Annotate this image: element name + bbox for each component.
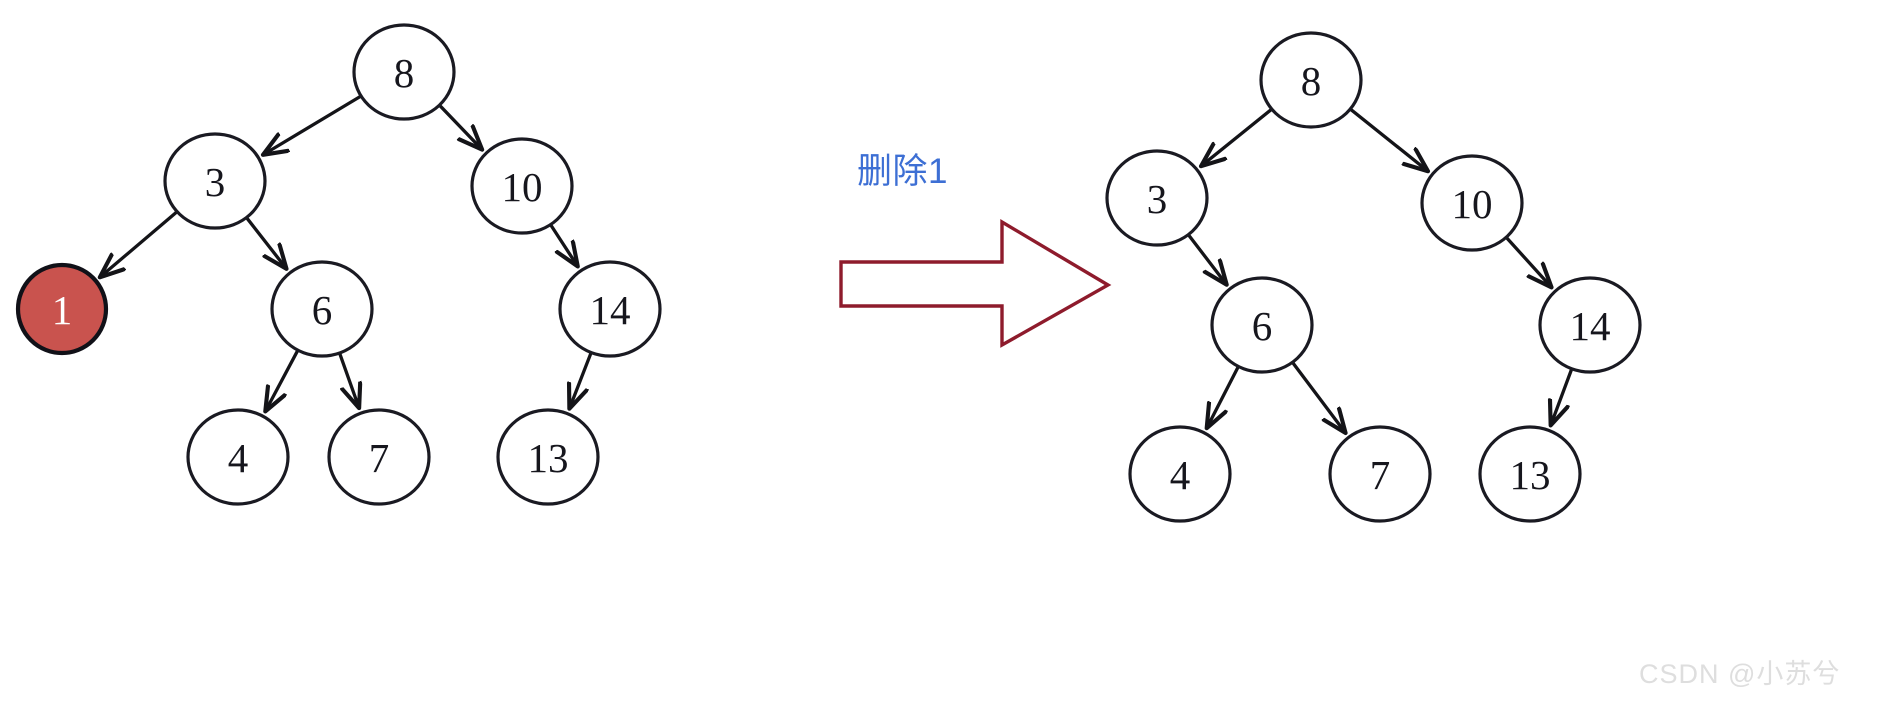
node-value-label: 10 — [1452, 181, 1493, 227]
node-value-label: 1 — [52, 287, 73, 333]
tree-nodes-after: 8 3 10 6 14 4 7 13 — [1105, 31, 1642, 523]
tree-edge-R10-to-R14 — [1504, 235, 1551, 287]
tree-node-7: 7 — [327, 408, 431, 506]
node-value-label: 8 — [1301, 58, 1322, 104]
node-shape — [1328, 425, 1432, 523]
right-arrow-icon — [839, 219, 1112, 348]
tree-node-1-highlighted: 1 — [15, 262, 109, 356]
node-shape — [1478, 425, 1582, 523]
tree-edge-L8-to-L10 — [437, 103, 482, 149]
node-value-label: 13 — [528, 435, 569, 481]
tree-node-13: 13 — [1478, 425, 1582, 523]
node-shape — [1210, 276, 1314, 374]
tree-node-6: 6 — [1210, 276, 1314, 374]
tree-edge-L10-to-L14 — [549, 223, 578, 266]
tree-node-3: 3 — [163, 132, 267, 230]
node-value-label: 6 — [312, 287, 333, 333]
tree-node-8: 8 — [1259, 31, 1363, 129]
tree-node-6: 6 — [270, 260, 374, 358]
node-value-label: 3 — [1147, 176, 1168, 222]
node-shape — [470, 137, 574, 235]
tree-nodes-before: 8 3 10 1 6 14 4 7 13 — [15, 23, 662, 506]
node-shape — [1105, 149, 1209, 247]
tree-edges-after — [1186, 107, 1574, 433]
node-shape — [352, 23, 456, 121]
tree-node-3: 3 — [1105, 149, 1209, 247]
tree-node-4: 4 — [1128, 425, 1232, 523]
node-shape — [327, 408, 431, 506]
tree-edge-R14-to-R13 — [1551, 367, 1574, 425]
tree-edge-L8-to-L3 — [264, 94, 363, 155]
tree-edge-L3-to-L6 — [245, 216, 286, 268]
node-value-label: 4 — [1170, 452, 1191, 498]
node-shape — [186, 408, 290, 506]
operation-label: 删除1 — [857, 152, 948, 191]
tree-edge-R8-to-R3 — [1202, 107, 1274, 166]
tree-edge-R6-to-R4 — [1207, 365, 1240, 428]
tree-node-8: 8 — [352, 23, 456, 121]
transform-arrow — [839, 219, 1112, 348]
node-value-label: 3 — [205, 159, 226, 205]
node-shape — [163, 132, 267, 230]
node-value-label: 13 — [1510, 452, 1551, 498]
node-value-label: 14 — [590, 287, 631, 333]
node-value-label: 4 — [228, 435, 249, 481]
tree-edges-before — [100, 94, 593, 411]
tree-node-13: 13 — [496, 408, 600, 506]
tree-node-14: 14 — [558, 260, 662, 358]
tree-node-14: 14 — [1538, 276, 1642, 374]
node-value-label: 10 — [502, 164, 543, 210]
node-shape — [1538, 276, 1642, 374]
tree-edge-L3-to-L1 — [100, 210, 179, 277]
watermark: CSDN @小苏兮 — [1639, 659, 1841, 689]
node-value-label: 7 — [369, 435, 390, 481]
node-shape — [1259, 31, 1363, 129]
tree-edge-L14-to-L13 — [570, 351, 593, 408]
node-shape — [15, 262, 109, 356]
tree-edge-R8-to-R10 — [1348, 107, 1427, 171]
tree-edge-R3-to-R6 — [1186, 233, 1227, 284]
node-shape — [558, 260, 662, 358]
tree-edge-L6-to-L7 — [338, 352, 359, 408]
node-value-label: 7 — [1370, 452, 1391, 498]
node-shape — [496, 408, 600, 506]
tree-node-10: 10 — [470, 137, 574, 235]
node-shape — [1420, 154, 1524, 252]
tree-edge-R6-to-R7 — [1291, 360, 1346, 433]
node-value-label: 6 — [1252, 303, 1273, 349]
node-shape — [270, 260, 374, 358]
tree-node-4: 4 — [186, 408, 290, 506]
node-shape — [1128, 425, 1232, 523]
node-value-label: 8 — [394, 50, 415, 96]
tree-node-10: 10 — [1420, 154, 1524, 252]
tree-edge-L6-to-L4 — [266, 349, 300, 411]
node-value-label: 14 — [1570, 303, 1611, 349]
tree-node-7: 7 — [1328, 425, 1432, 523]
